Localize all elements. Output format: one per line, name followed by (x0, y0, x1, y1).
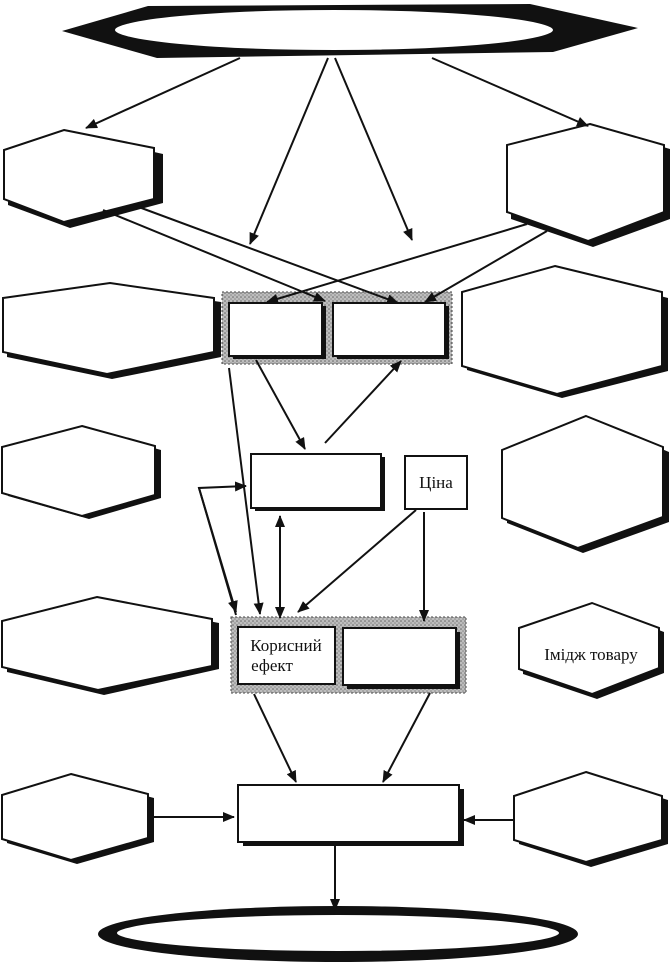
hexagon-node-right-row4 (501, 414, 669, 553)
arrow-useful-effect-to-result (253, 693, 297, 783)
arrow-middle-to-box (324, 360, 402, 444)
central-result-box (237, 784, 464, 846)
arrow-right-box-to-result (382, 692, 431, 783)
hexagon-node-left-row6 (1, 772, 154, 864)
useful-effect-box: Корисний ефект (237, 626, 336, 685)
arrow-price-to-useful-effect (297, 509, 417, 613)
hexagon-node-right-row2 (506, 122, 670, 247)
arrow-left-hex-to-box-right2 (135, 205, 399, 304)
product-image-label: Імідж товару (544, 645, 638, 664)
arrow-top-to-mid-left (249, 57, 329, 245)
arrow-loop-to-middle-box (197, 481, 247, 616)
top-group-box-left (228, 302, 326, 359)
hexagon-node-left-row5 (1, 595, 219, 695)
top-group-box-right (332, 302, 449, 359)
arrow-top-to-left-hexagon (85, 57, 241, 129)
price-box: Ціна (404, 455, 468, 510)
product-image-hexagon: Імідж товару (518, 601, 664, 699)
bottom-ellipse-node (98, 906, 578, 962)
arrow-top-to-right-hexagon (431, 57, 589, 127)
hexagon-node-right-row6 (513, 770, 668, 867)
connector-lines (85, 57, 589, 911)
hexagon-node-left-row2 (3, 128, 163, 228)
middle-box (250, 453, 385, 511)
useful-effect-label-line2: ефект (251, 656, 293, 675)
arrow-right-hex-to-box-left (266, 223, 528, 304)
hexagon-node-left-row3 (1, 281, 221, 379)
hexagon-node-left-row4 (0, 424, 161, 519)
bottom-group-box-right (342, 627, 460, 689)
arrow-left-hex-to-box-right (102, 209, 326, 302)
useful-effect-label-line1: Корисний (250, 636, 321, 655)
arrow-top-to-mid-right (334, 57, 413, 241)
arrow-box-to-middle (255, 359, 306, 450)
hexagon-node-right-row3 (461, 264, 668, 398)
price-label: Ціна (419, 473, 453, 492)
arrow-loop-down (198, 487, 238, 613)
arrow-right-hex-to-box-right (424, 230, 548, 303)
top-ellipse-node (62, 4, 638, 58)
